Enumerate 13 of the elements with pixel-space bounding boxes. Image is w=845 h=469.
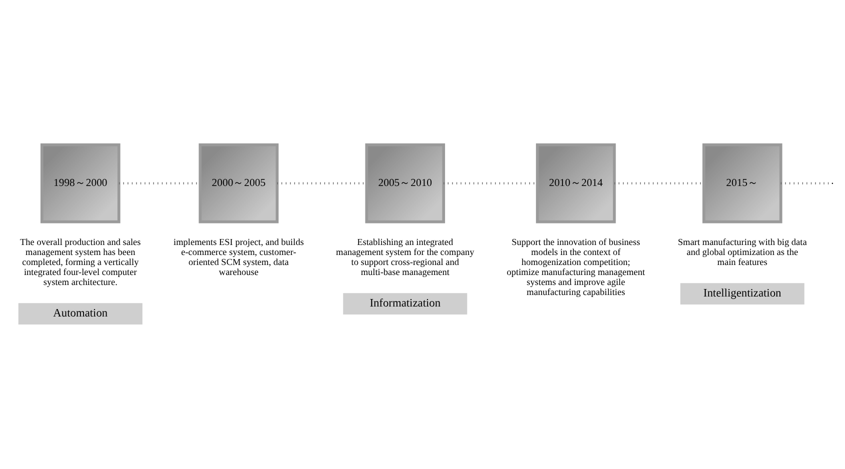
node-box: Automation bbox=[18, 303, 142, 324]
node-label: implements ESI project, and builds e-commerce system, customer-oriented SCM system, data warehouse bbox=[174, 238, 304, 278]
node-label: Establishing an integrated management system for the company to support cross-regional and multi-base management bbox=[336, 238, 474, 278]
node-box: 1998～2000 bbox=[40, 143, 120, 224]
node-box: 2015～ bbox=[702, 143, 782, 224]
node-box: Informatization bbox=[343, 293, 468, 315]
node-box: Intelligentization bbox=[680, 283, 804, 305]
node-box: 2000～2005 bbox=[198, 143, 279, 224]
node-label: Support the innovation of business models in the context of homogenization competition; optimize manufacturing management systems and improve agile manufacturing capabilities bbox=[506, 238, 645, 298]
node-label: Smart manufacturing with big data and global optimization as the main features bbox=[678, 238, 807, 268]
node-label: The overall production and sales management system has been completed, forming a vertically integrated four-level computer system architecture. bbox=[20, 238, 141, 288]
node-box: 2010～2014 bbox=[536, 143, 616, 224]
node-box: 2005～2010 bbox=[365, 143, 446, 224]
